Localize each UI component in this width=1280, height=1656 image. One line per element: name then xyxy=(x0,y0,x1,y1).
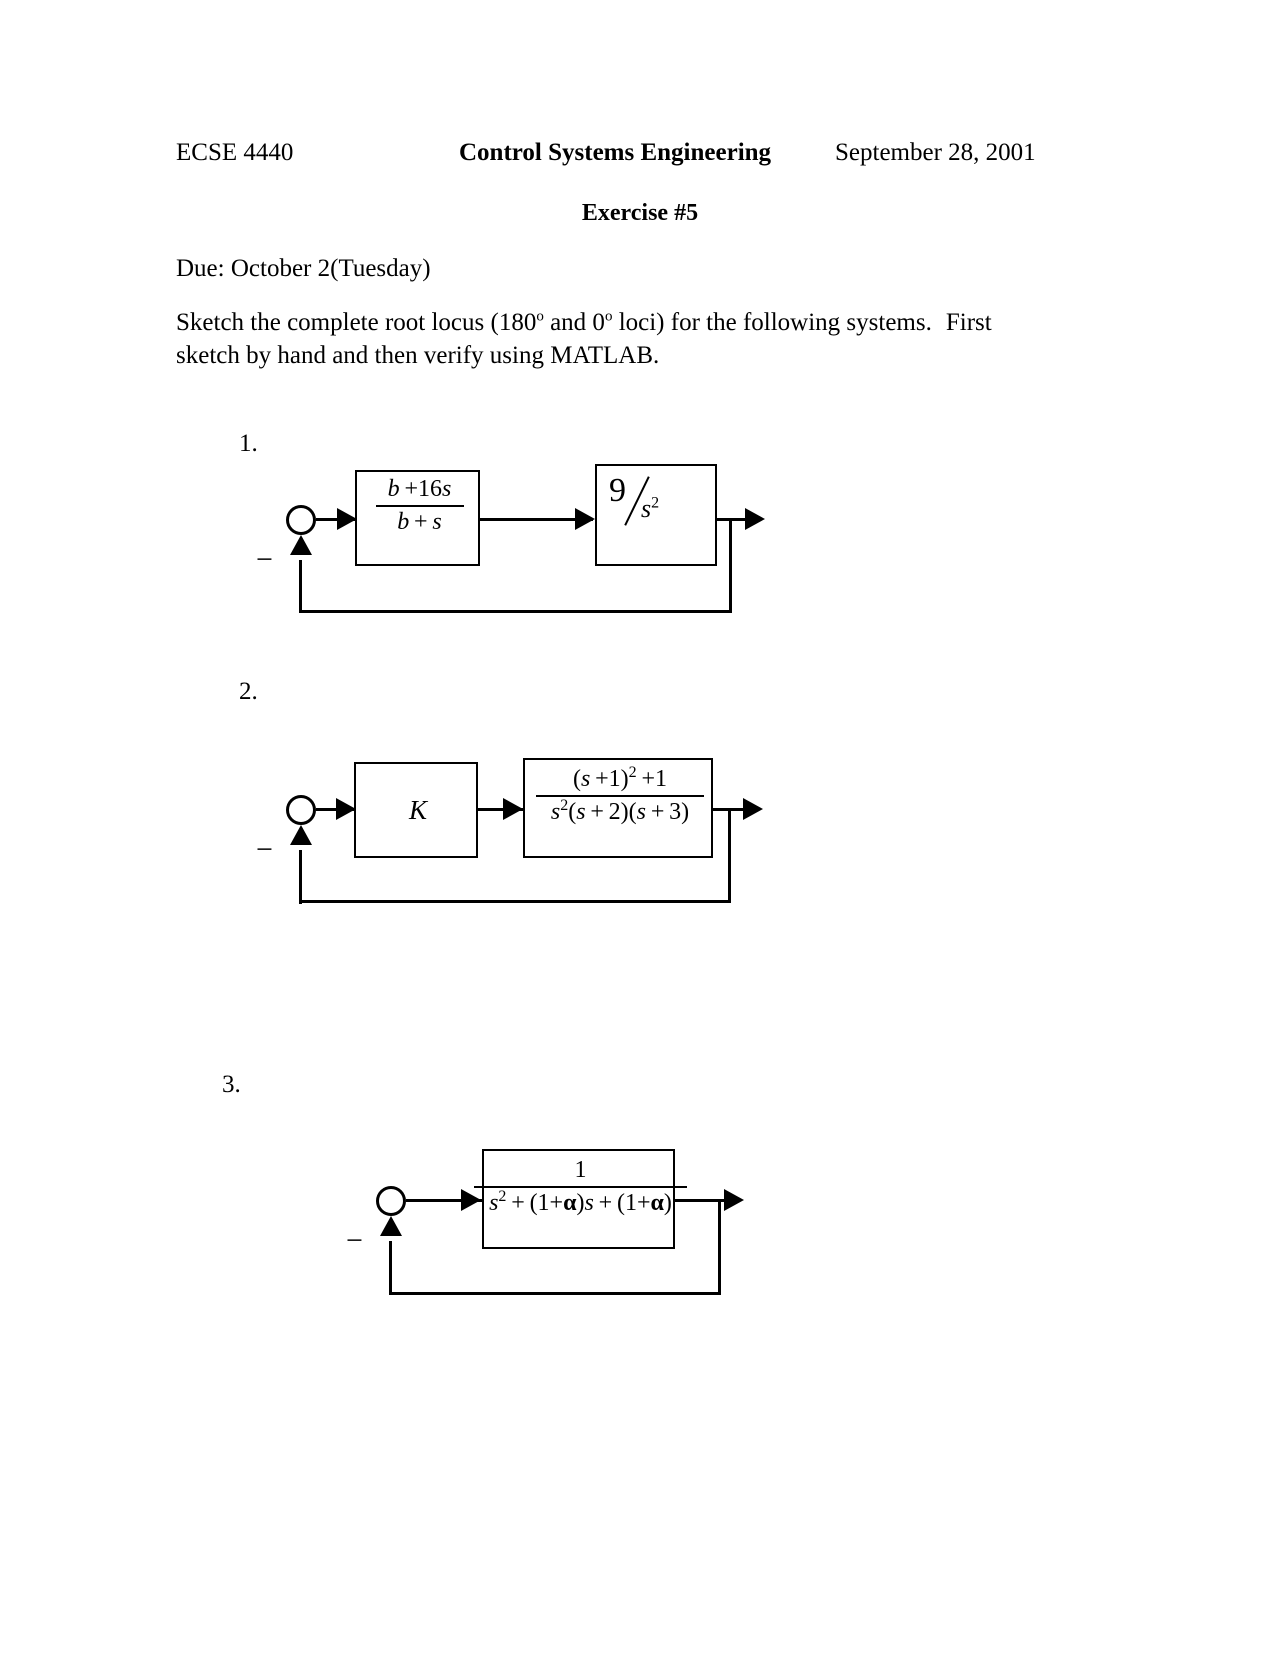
block-2-2-fraction: (s +1)2 +1 s2(s + 2)(s + 3) xyxy=(525,764,715,826)
problem-number-2: 2. xyxy=(239,678,258,705)
minus-sign-1: − xyxy=(256,543,273,576)
block-1-1-lead-compensator: b +16s b + s xyxy=(355,470,480,566)
wire-output-2 xyxy=(713,808,759,811)
wire-output-3 xyxy=(675,1199,740,1202)
arrowhead-plant-input-3 xyxy=(461,1189,481,1211)
assignment-date: September 28, 2001 xyxy=(835,139,1036,166)
block-1-2-numerator: 9 xyxy=(609,472,626,509)
feedback-dropper-2 xyxy=(728,808,731,903)
arrowhead-output-1 xyxy=(745,508,765,530)
feedback-dropper-1 xyxy=(729,518,732,613)
feedback-arrowhead-3 xyxy=(380,1216,402,1236)
document-header: ECSE 4440 Control Systems Engineering Se… xyxy=(176,138,1036,168)
exercise-title: Exercise #5 xyxy=(581,200,699,226)
instructions-part-1: Sketch the complete root locus (180 xyxy=(176,309,537,336)
arrowhead-plant-input-2 xyxy=(503,798,523,820)
feedback-arrowhead-1 xyxy=(290,535,312,555)
block-1-1-fraction-bar xyxy=(375,505,464,507)
block-1-2-denominator: s2 xyxy=(641,494,660,523)
feedback-riser-1 xyxy=(299,560,302,612)
block-1-2-plant: 9 s2 xyxy=(595,464,717,566)
arrowhead-block2-input-1 xyxy=(575,508,595,530)
block-3-1-plant: 1 s2 + (1+α)s + (1+α) xyxy=(474,1149,687,1249)
block-2-1-label: K xyxy=(408,795,427,825)
block-1-2-exponent: 2 xyxy=(651,494,660,512)
block-2-2-numerator: (s +1)2 +1 xyxy=(572,764,668,793)
feedback-bottom-wire-3 xyxy=(389,1292,721,1295)
minus-sign-2: − xyxy=(256,833,273,866)
feedback-riser-3 xyxy=(389,1241,392,1295)
instructions-part-3: loci) for the following systems. xyxy=(612,309,932,336)
instructions-part-2: and 0 xyxy=(543,309,605,336)
wire-block1-to-block2-1 xyxy=(480,518,593,521)
feedback-bottom-wire-2 xyxy=(299,900,731,903)
course-title: Control Systems Engineering xyxy=(459,139,772,166)
block-2-2-denominator: s2(s + 2)(s + 3) xyxy=(550,797,690,826)
arrowhead-output-3 xyxy=(724,1189,744,1211)
block-3-1-fraction-bar xyxy=(474,1186,687,1188)
summing-junction-2 xyxy=(286,795,316,825)
problem-number-1: 1. xyxy=(239,430,258,457)
block-2-1-gain: K xyxy=(354,762,478,858)
minus-sign-3: − xyxy=(346,1224,363,1257)
degree-superscript-180: o xyxy=(536,308,544,325)
block-2-2-plant: (s +1)2 +1 s2(s + 2)(s + 3) xyxy=(523,758,713,858)
block-2-2-fraction-bar xyxy=(536,795,704,797)
degree-superscript-0: o xyxy=(604,308,613,325)
block-1-1-numerator: b +16s xyxy=(387,476,452,502)
feedback-dropper-3 xyxy=(718,1199,721,1295)
block-3-1-numerator: 1 xyxy=(574,1157,587,1183)
block-3-1-denominator: s2 + (1+α)s + (1+α) xyxy=(489,1188,672,1217)
arrowhead-output-2 xyxy=(743,798,763,820)
block-1-1-denominator: b + s xyxy=(397,509,442,535)
block-1-1-fraction: b +16s b + s xyxy=(357,476,482,536)
feedback-bottom-wire-1 xyxy=(299,610,732,613)
summing-junction-1 xyxy=(286,505,316,535)
wire-sum-to-plant-3 xyxy=(406,1199,484,1202)
arrowhead-gain-input-2 xyxy=(336,798,356,820)
instructions-part-4: First sketch by hand and then verify usi… xyxy=(176,309,992,369)
summing-junction-3 xyxy=(376,1186,406,1216)
wire-gain-to-plant-2 xyxy=(478,808,526,811)
instructions-paragraph: Sketch the complete root locus (180o and… xyxy=(176,306,994,372)
block-1-2-slashed-fraction: 9 s2 xyxy=(607,472,687,532)
feedback-arrowhead-2 xyxy=(290,825,312,845)
block-3-1-fraction: 1 s2 + (1+α)s + (1+α) xyxy=(474,1157,687,1217)
problem-number-3: 3. xyxy=(222,1071,241,1098)
feedback-riser-2 xyxy=(299,850,302,904)
course-code: ECSE 4440 xyxy=(176,139,294,166)
wire-output-1 xyxy=(717,518,761,521)
due-date-line: Due: October 2(Tuesday) xyxy=(176,255,431,282)
arrowhead-block1-input-1 xyxy=(337,508,357,530)
